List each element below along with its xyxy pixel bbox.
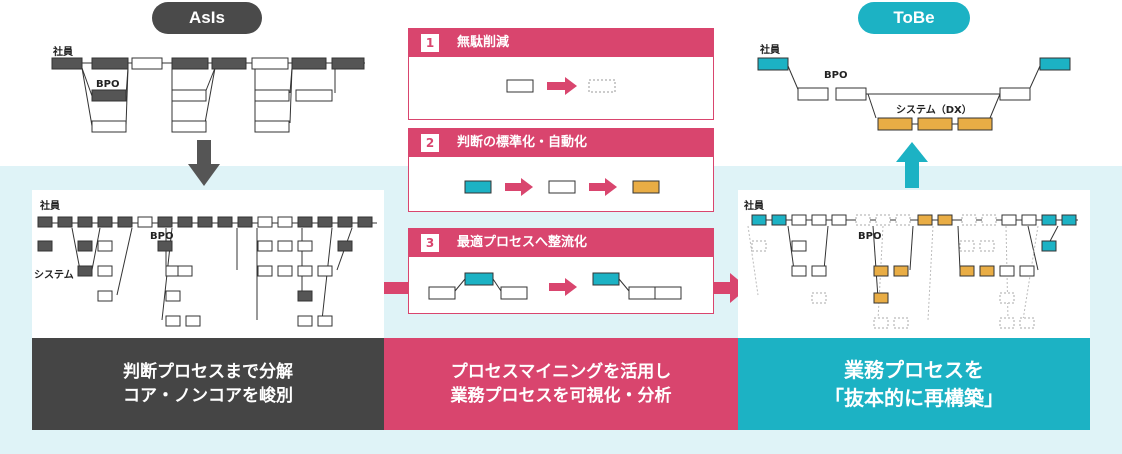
step-3-visual <box>428 272 682 300</box>
step-2-visual <box>464 178 660 196</box>
banner-middle: プロセスマイニングを活用し 業務プロセスを可視化・分析 <box>384 338 738 430</box>
step-3-card: 3 最適プロセスへ整流化 <box>408 228 714 314</box>
asis-employee-label: 社員 <box>53 47 73 58</box>
step-3-title: 最適プロセスへ整流化 <box>457 235 588 250</box>
banner-middle-line2: 業務プロセスを可視化・分析 <box>450 386 672 406</box>
banner-middle-line1: プロセスマイニングを活用し <box>450 362 672 382</box>
tobe-bpo-label: BPO <box>824 70 848 81</box>
detail-employee-label: 社員 <box>40 201 60 212</box>
asis-flow-diagram <box>51 57 365 133</box>
down-arrow <box>188 140 220 186</box>
detail-system-label: システム <box>34 270 74 281</box>
banner-right: 業務プロセスを 「抜本的に再構築」 <box>738 338 1090 430</box>
step-3-number: 3 <box>421 234 439 252</box>
banner-left: 判断プロセスまで分解 コア・ノンコアを峻別 <box>32 338 384 430</box>
tobe-header: ToBe <box>858 2 970 34</box>
tobe-result-diagram <box>747 214 1078 329</box>
asis-bpo-label: BPO <box>96 79 120 90</box>
asis-header: AsIs <box>152 2 262 34</box>
asis-detail-panel <box>32 190 384 338</box>
asis-detail-diagram <box>37 216 377 327</box>
banner-right-line1: 業務プロセスを <box>844 358 984 382</box>
step-2-header: 2 判断の標準化・自動化 <box>409 129 713 157</box>
step-1-card: 1 無駄削減 <box>408 28 714 120</box>
up-arrow <box>896 142 928 188</box>
step-3-header: 3 最適プロセスへ整流化 <box>409 229 713 257</box>
tobe-system-label: システム（DX） <box>896 105 972 116</box>
banner-left-line2: コア・ノンコアを峻別 <box>123 386 293 406</box>
step-1-visual <box>506 77 616 95</box>
result-employee-label: 社員 <box>744 201 764 212</box>
banner-left-line1: 判断プロセスまで分解 <box>123 362 293 382</box>
step-2-number: 2 <box>421 134 439 152</box>
tobe-flow-diagram <box>757 57 1071 131</box>
result-bpo-label: BPO <box>858 231 882 242</box>
step-1-number: 1 <box>421 34 439 52</box>
step-1-header: 1 無駄削減 <box>409 29 713 57</box>
detail-bpo-label: BPO <box>150 231 174 242</box>
banner-right-line2: 「抜本的に再構築」 <box>824 386 1004 410</box>
step-1-title: 無駄削減 <box>457 35 510 50</box>
flow-arrow-left <box>384 282 408 294</box>
step-2-title: 判断の標準化・自動化 <box>457 135 588 150</box>
tobe-employee-label: 社員 <box>760 45 780 56</box>
step-2-card: 2 判断の標準化・自動化 <box>408 128 714 212</box>
